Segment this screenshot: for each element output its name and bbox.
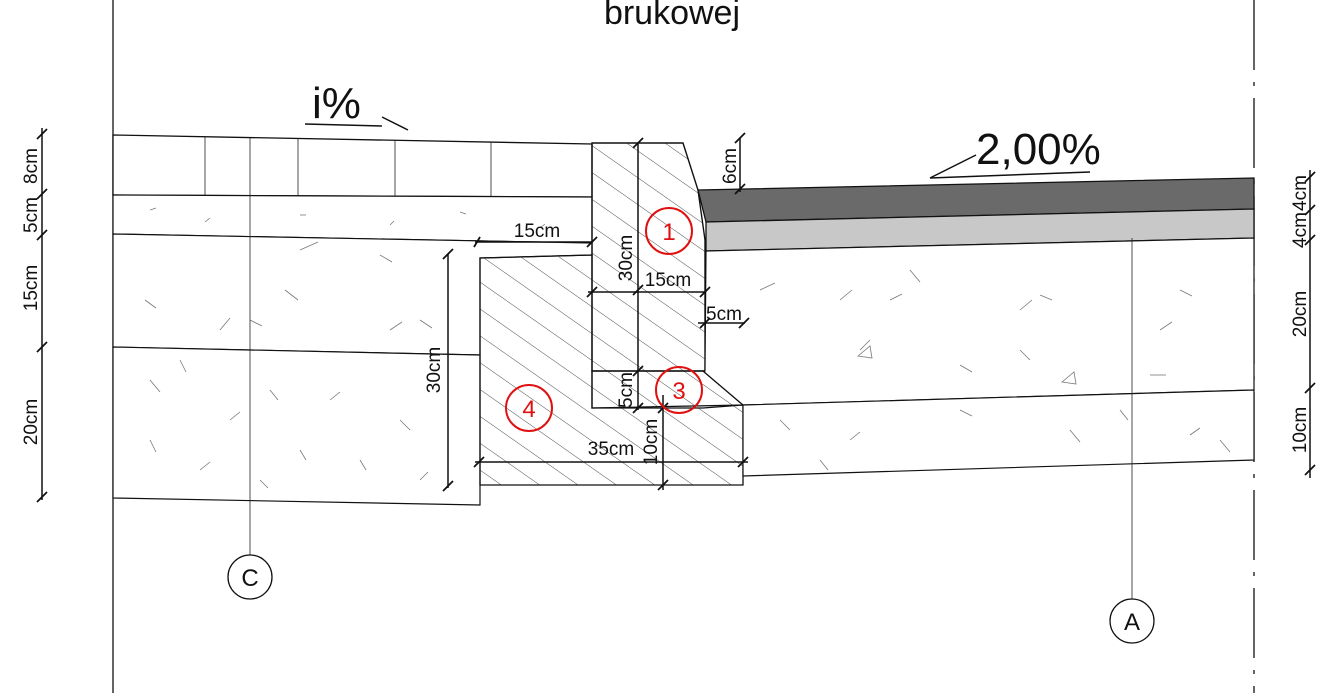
right-layer-scale: 4cm 4cm 20cm 10cm (1290, 170, 1316, 478)
curb-stone (591, 142, 706, 372)
slope-left-label: i% (312, 79, 361, 128)
dim-15cm-top: 15cm (514, 221, 560, 242)
axis-c-bubble: C (227, 554, 273, 600)
dim-15cm-mid: 15cm (645, 270, 691, 291)
subbase-lower-right (742, 389, 1255, 477)
dim-10cm-mid: 10cm (641, 419, 662, 465)
slope-left-line (304, 123, 383, 127)
svg-text:8cm: 8cm (21, 148, 42, 184)
svg-text:4cm: 4cm (1290, 212, 1311, 248)
svg-text:20cm: 20cm (1290, 291, 1311, 337)
svg-text:10cm: 10cm (1290, 407, 1311, 453)
svg-text:3: 3 (672, 378, 685, 405)
svg-text:A: A (1124, 609, 1140, 636)
dim-5cm-right: 5cm (706, 304, 742, 325)
slope-right-line (929, 171, 1091, 179)
svg-text:1: 1 (662, 219, 675, 246)
slope-right-label: 2,00% (976, 125, 1101, 174)
aggregate-texture (144, 207, 1231, 489)
left-layer-scale: 8cm 5cm 15cm 20cm (21, 128, 48, 503)
dim-35cm: 35cm (588, 439, 634, 460)
marker-3: 3 (655, 366, 703, 414)
svg-text:4: 4 (522, 396, 535, 423)
svg-text:20cm: 20cm (21, 399, 42, 445)
marker-1: 1 (645, 207, 693, 255)
dim-5cm-small: 5cm (616, 372, 637, 408)
slope-right-arrow (929, 154, 977, 179)
paving-stone-layer (112, 134, 593, 198)
svg-text:4cm: 4cm (1290, 175, 1311, 211)
svg-text:15cm: 15cm (21, 265, 42, 311)
svg-text:C: C (241, 565, 258, 592)
dim-30cm-left: 30cm (424, 347, 445, 393)
subbase-right (701, 237, 1255, 406)
dim-6cm: 6cm (720, 148, 741, 184)
dimension-lines (442, 132, 750, 492)
dim-30cm-curb: 30cm (616, 235, 637, 281)
section-title: brukowej (604, 0, 740, 32)
svg-text:5cm: 5cm (21, 197, 42, 233)
slope-left-arrow (381, 116, 409, 131)
subbase-lower-left (112, 346, 481, 506)
axis-a-bubble: A (1109, 598, 1155, 644)
marker-4: 4 (505, 384, 553, 432)
